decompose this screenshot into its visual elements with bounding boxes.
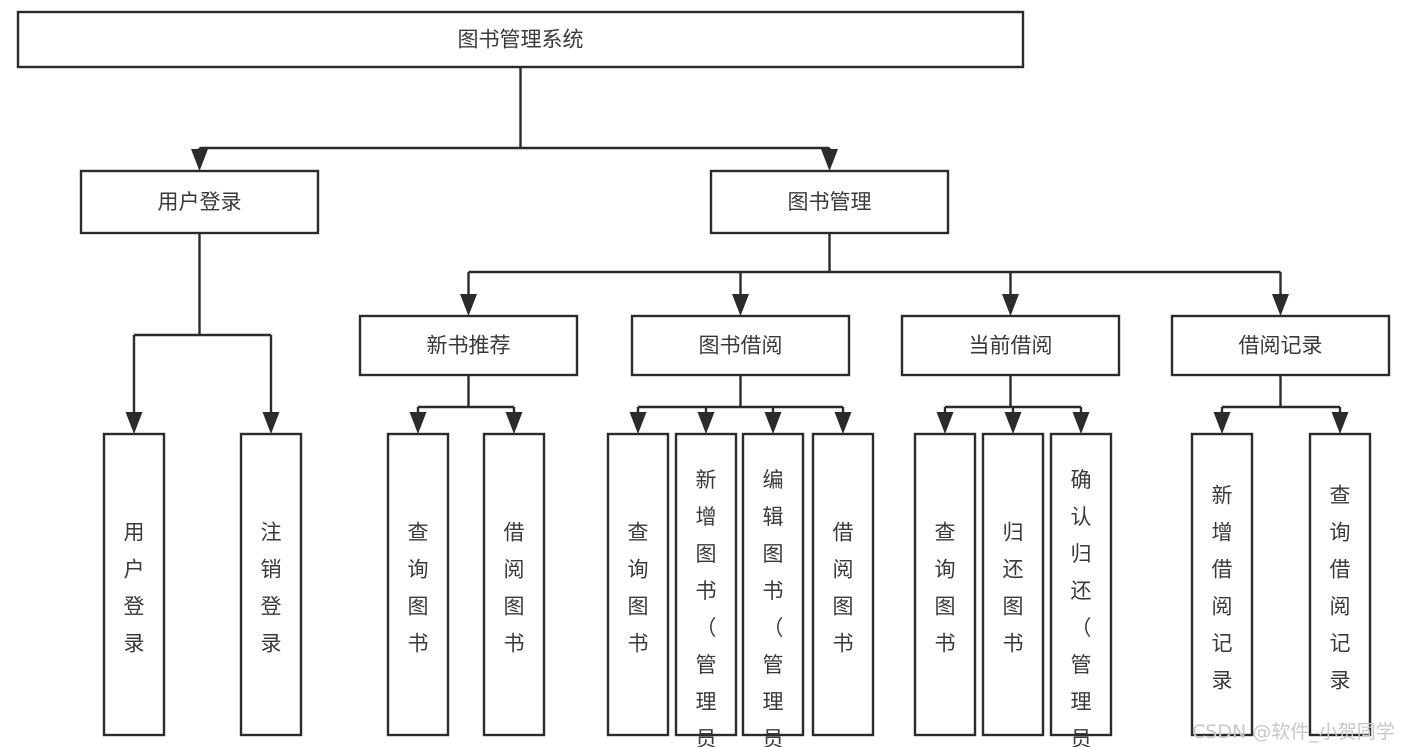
level3-node[interactable]: 借阅记录 (1170, 314, 1391, 377)
watermark-label: CSDN @软件_小贺同学 (1192, 721, 1395, 743)
leaf-node[interactable]: 新增借阅记录 (1190, 432, 1254, 737)
leaf-arrow-2-1-head (697, 412, 715, 434)
leaf-arrow-2-0-head (629, 412, 647, 434)
leaf-label: 注销登录 (261, 520, 282, 655)
leaf-label: 确认归还（管理员） (1071, 468, 1092, 747)
leaf-label: 用户登录 (124, 520, 145, 655)
leaf-label: 查询图书 (408, 520, 429, 655)
leaf-box[interactable] (482, 432, 546, 737)
root-to-l2-0-head (191, 149, 208, 171)
leaf-box[interactable] (811, 432, 875, 737)
level3-label: 图书借阅 (699, 334, 783, 358)
leaf-node[interactable]: 查询图书 (913, 432, 977, 737)
level2-box[interactable] (709, 169, 950, 235)
root-node-node[interactable]: 图书管理系统 (16, 10, 1025, 69)
leaf-node[interactable]: 借阅图书 (811, 432, 875, 737)
leaf-box[interactable] (981, 432, 1045, 737)
level2-node[interactable]: 图书管理 (709, 169, 950, 235)
leaf-node[interactable]: 归还图书 (981, 432, 1045, 737)
mgmt-to-l3-0-head (460, 294, 477, 316)
leaf-label: 新增借阅记录 (1212, 483, 1233, 692)
level3-box[interactable] (358, 314, 579, 377)
level3-box[interactable] (900, 314, 1121, 377)
mgmt-to-l3-2-head (1002, 294, 1019, 316)
leaf-label: 编辑图书（管理员） (763, 468, 784, 747)
leaf-label: 归还图书 (1003, 520, 1024, 655)
leaf-box[interactable] (674, 432, 738, 737)
leaf-arrow-4-0-head (1213, 412, 1231, 434)
leaf-label: 查询图书 (935, 520, 956, 655)
leaf-box[interactable] (741, 432, 805, 737)
leaf-node[interactable]: 查询借阅记录 (1308, 432, 1372, 737)
leaf-box[interactable] (239, 432, 303, 737)
level3-label: 当前借阅 (969, 334, 1053, 358)
leaf-label: 查询图书 (628, 520, 649, 655)
leaf-arrow-2-2-head (764, 412, 782, 434)
leaf-arrow-3-0-head (936, 412, 954, 434)
leaf-node[interactable]: 新增图书（管理员） (674, 432, 738, 747)
root-node-label: 图书管理系统 (458, 28, 584, 52)
leaf-node[interactable]: 查询图书 (386, 432, 450, 737)
leaf-node[interactable]: 借阅图书 (482, 432, 546, 737)
level3-box[interactable] (1170, 314, 1391, 377)
leaf-box[interactable] (102, 432, 166, 737)
root-node-box[interactable] (16, 10, 1025, 69)
leaf-arrow-2-3-head (834, 412, 852, 434)
leaf-box[interactable] (386, 432, 450, 737)
leaf-label: 新增图书（管理员） (696, 468, 717, 747)
leaf-label: 借阅图书 (833, 520, 854, 655)
level3-box[interactable] (630, 314, 851, 377)
mgmt-to-l3-3-head (1272, 294, 1289, 316)
leaf-node[interactable]: 查询图书 (606, 432, 670, 737)
leaf-box[interactable] (1308, 432, 1372, 737)
root-to-l2-1-head (821, 149, 838, 171)
level3-node[interactable]: 新书推荐 (358, 314, 579, 377)
level3-node[interactable]: 当前借阅 (900, 314, 1121, 377)
leaf-node[interactable]: 编辑图书（管理员） (741, 432, 805, 747)
leaf-arrow-1-1-head (505, 412, 523, 434)
leaf-arrow-3-1-head (1004, 412, 1022, 434)
connector-layer (125, 67, 1349, 434)
leaf-arrow-0-1-head (262, 412, 280, 434)
leaf-label: 查询借阅记录 (1330, 483, 1351, 692)
leaf-box[interactable] (606, 432, 670, 737)
leaf-arrow-3-2-head (1072, 412, 1090, 434)
leaf-box[interactable] (1049, 432, 1113, 737)
level2-box[interactable] (79, 169, 320, 235)
leaf-node[interactable]: 用户登录 (102, 432, 166, 737)
node-layer: 图书管理系统用户登录图书管理新书推荐图书借阅当前借阅借阅记录用户登录注销登录查询… (16, 10, 1391, 747)
leaf-arrow-1-0-head (409, 412, 427, 434)
leaf-box[interactable] (1190, 432, 1254, 737)
level2-label: 图书管理 (788, 190, 872, 214)
leaf-arrow-0-0-head (125, 412, 143, 434)
mgmt-to-l3-1-head (732, 294, 749, 316)
level2-node[interactable]: 用户登录 (79, 169, 320, 235)
level3-node[interactable]: 图书借阅 (630, 314, 851, 377)
leaf-node[interactable]: 注销登录 (239, 432, 303, 737)
leaf-box[interactable] (913, 432, 977, 737)
leaf-arrow-4-1-head (1331, 412, 1349, 434)
level2-label: 用户登录 (158, 190, 242, 214)
leaf-label: 借阅图书 (504, 520, 525, 655)
level3-label: 新书推荐 (427, 334, 511, 358)
level3-label: 借阅记录 (1239, 334, 1323, 358)
leaf-node[interactable]: 确认归还（管理员） (1049, 432, 1113, 747)
